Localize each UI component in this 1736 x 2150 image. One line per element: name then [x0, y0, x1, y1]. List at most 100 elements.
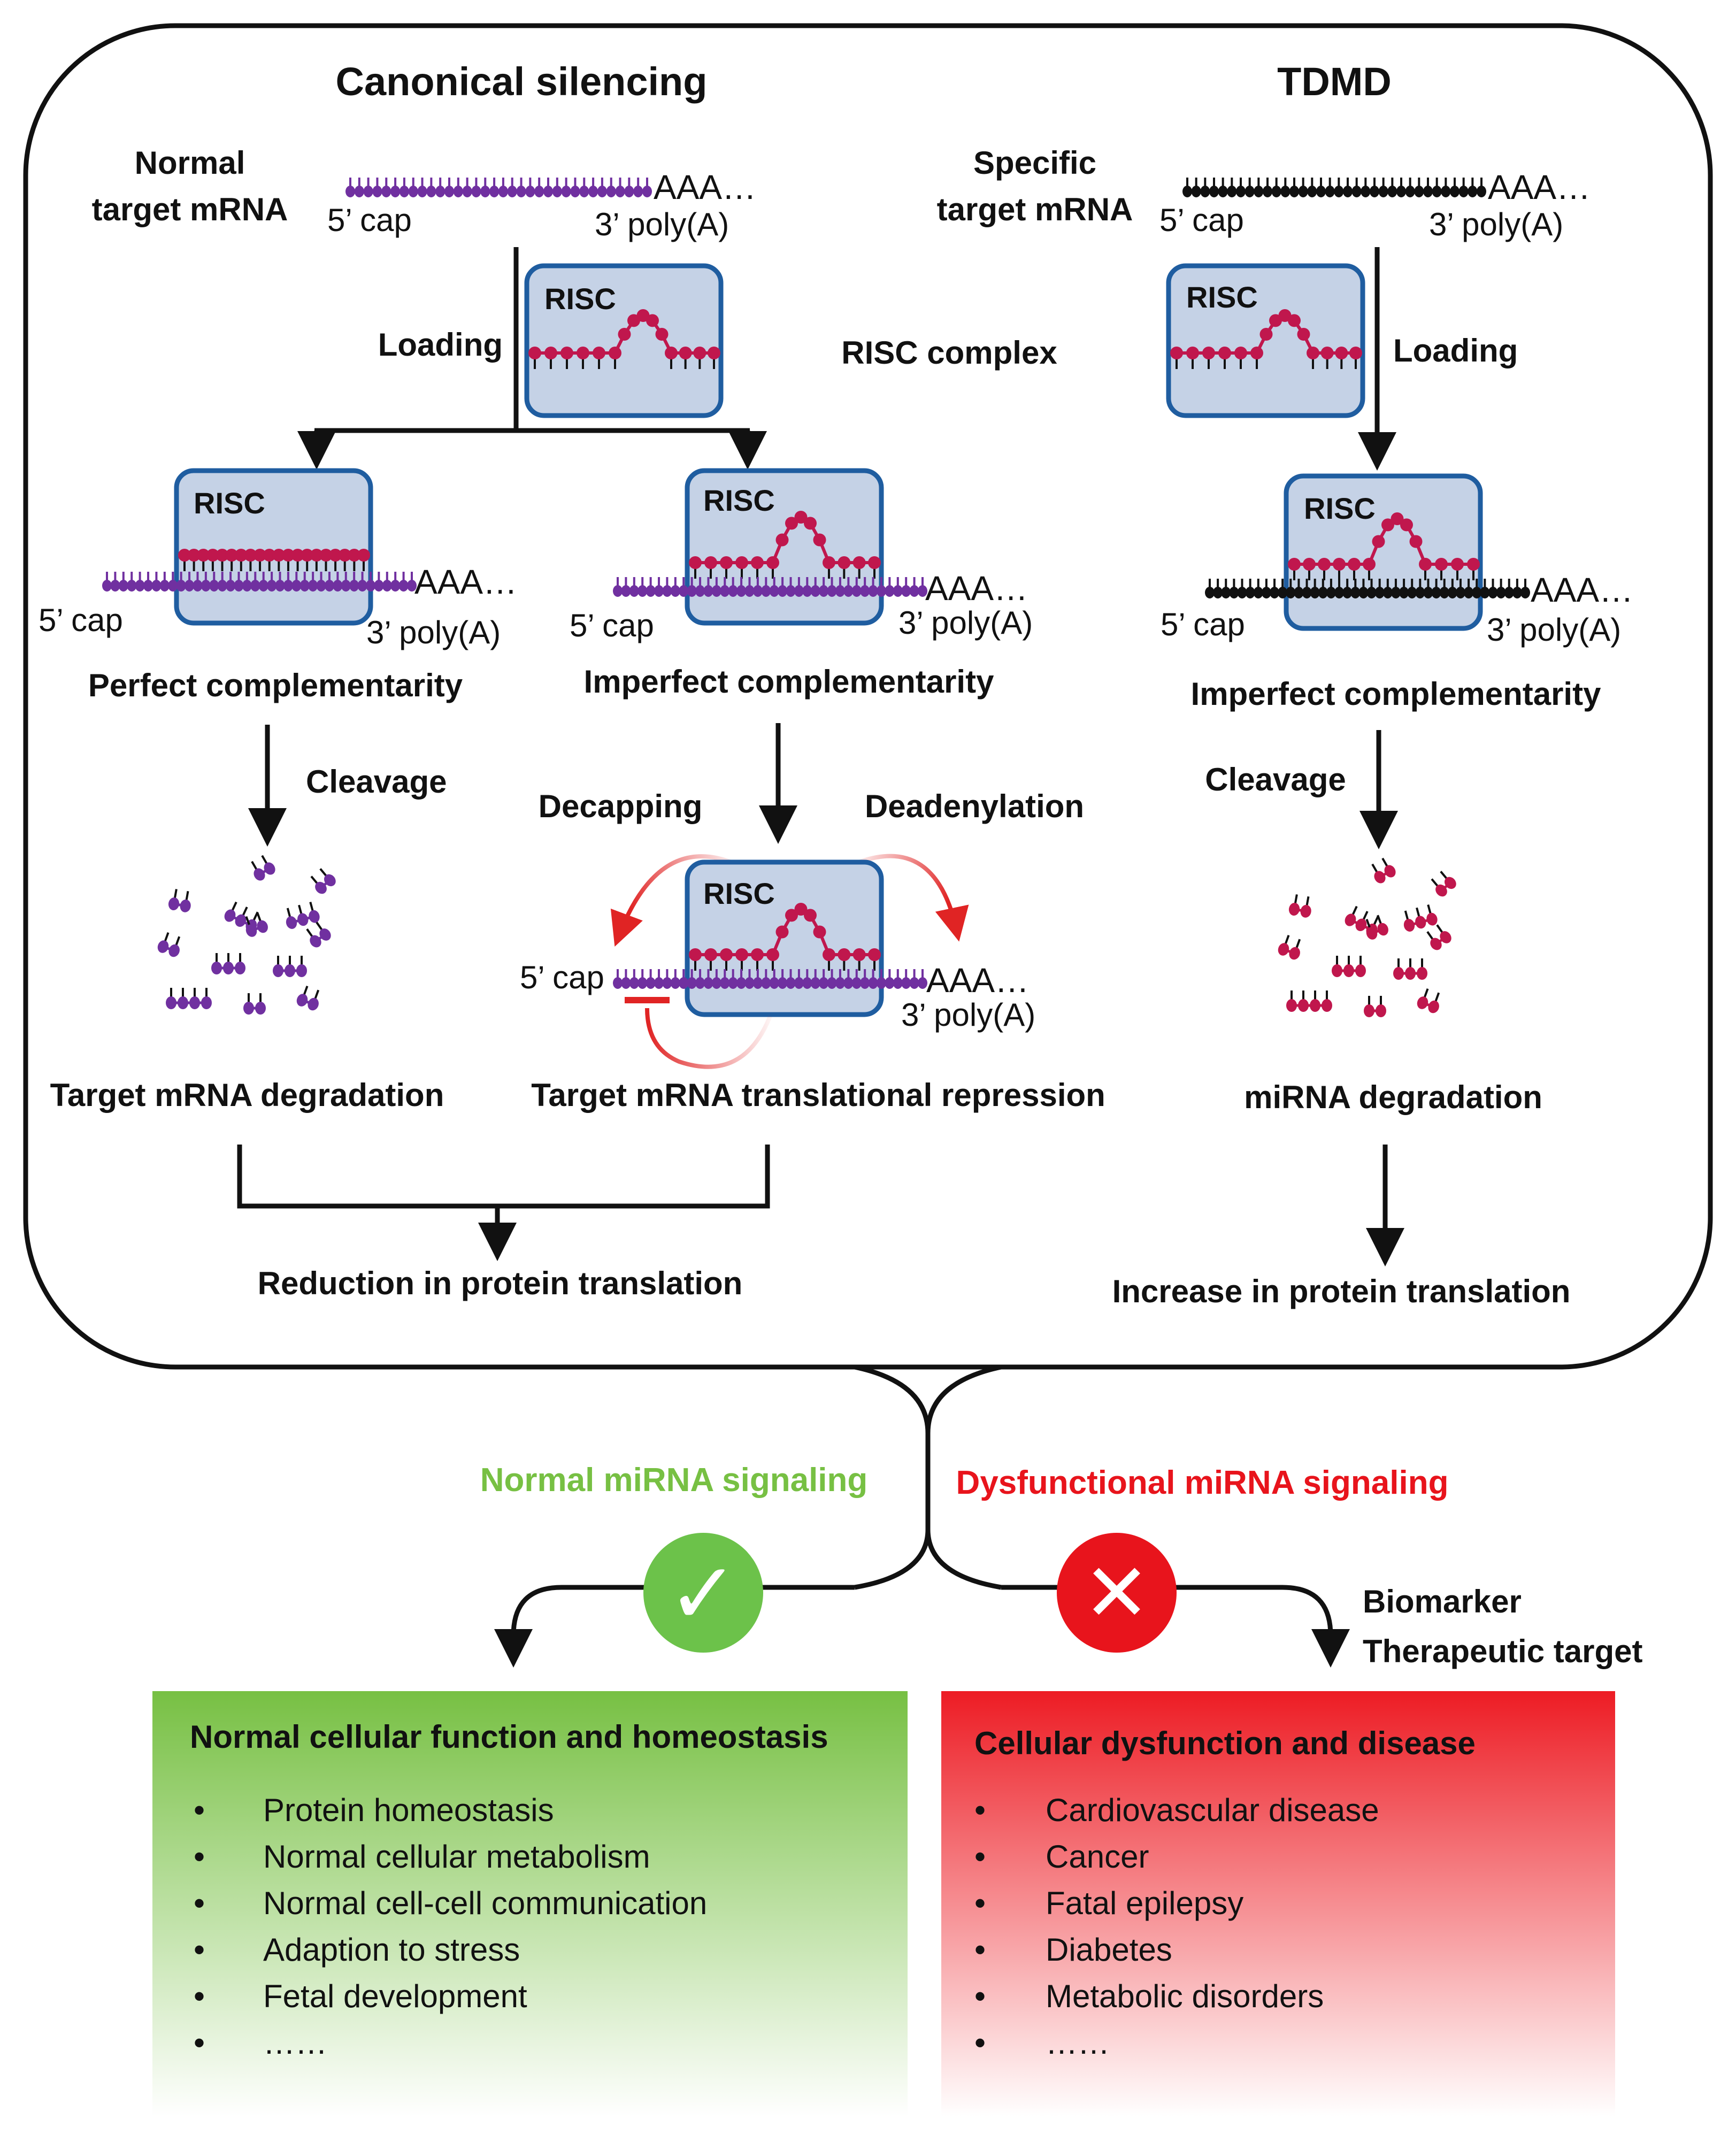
normal-list-item: Fetal development	[263, 1978, 527, 2014]
mirna-canonical-top	[528, 309, 720, 369]
perfect-polya: 3’ poly(A)	[366, 615, 501, 650]
disease-list-bullet: •	[974, 1932, 986, 1968]
perfect-complementarity-label: Perfect complementarity	[88, 667, 463, 703]
disease-list-bullet: •	[974, 1885, 986, 1921]
tdmd-top-mrna-cap: 5’ cap	[1159, 202, 1244, 238]
decapping-label: Decapping	[539, 788, 703, 824]
risc-label-perfect: RISC	[194, 486, 265, 520]
repression-duplex	[613, 903, 927, 989]
imperfect-complementarity-label: Imperfect complementarity	[584, 664, 995, 700]
tdmd-duplex	[1205, 512, 1530, 598]
disease-box-title: Cellular dysfunction and disease	[974, 1725, 1476, 1761]
disease-list-item: Metabolic disorders	[1046, 1978, 1324, 2014]
risc-label-tdmd-top: RISC	[1186, 280, 1258, 314]
disease-list-bullet: •	[974, 1978, 986, 2014]
check-icon: ✓	[667, 1546, 739, 1641]
check-circle	[643, 1533, 763, 1653]
mirna-degradation-label: miRNA degradation	[1244, 1079, 1542, 1115]
perfect-cap: 5’ cap	[39, 602, 123, 638]
imperfect-duplex	[613, 511, 927, 597]
normal-list-item: Protein homeostasis	[263, 1792, 554, 1828]
disease-branch	[1001, 1585, 1350, 1668]
tdmd-loading-label: Loading	[1393, 333, 1518, 368]
canonical-loading-label: Loading	[378, 327, 503, 363]
deadenylation-arc	[854, 854, 969, 942]
normal-list-bullet: •	[194, 1885, 205, 1921]
normal-list-bullet: •	[194, 1839, 205, 1875]
cross-icon: ✕	[1083, 1548, 1150, 1638]
mrna-fragments	[157, 855, 336, 1015]
specific-target-label-1: Specific	[973, 145, 1096, 181]
imperfect-tail: AAA…	[925, 569, 1028, 608]
canonical-title: Canonical silencing	[336, 59, 708, 104]
tdmd-imperfect-label: Imperfect complementarity	[1191, 676, 1602, 712]
disease-list-item: Cancer	[1046, 1839, 1149, 1875]
disease-list-item: Diabetes	[1046, 1932, 1172, 1968]
panel-brace-right	[925, 1364, 1002, 1590]
normal-list-item: Adaption to stress	[263, 1932, 520, 1968]
reduction-label: Reduction in protein translation	[258, 1265, 743, 1301]
translational-repression-label: Target mRNA translational repression	[531, 1077, 1105, 1113]
normal-target-label-2: target mRNA	[92, 191, 288, 227]
risc-label-canonical-top: RISC	[544, 282, 616, 316]
imperfect-cap: 5’ cap	[570, 608, 654, 643]
normal-signaling-label: Normal miRNA signaling	[480, 1462, 868, 1499]
tdmd-title: TDMD	[1277, 59, 1392, 104]
top-mrna-tail: AAA…	[654, 168, 756, 206]
perfect-duplex	[102, 549, 417, 592]
tdmd-polya: 3’ poly(A)	[1487, 612, 1621, 648]
normal-box	[152, 1691, 908, 2116]
normal-list-item: Normal cell-cell communication	[263, 1885, 707, 1921]
disease-list-bullet: •	[974, 1839, 986, 1875]
perfect-tail: AAA…	[414, 563, 517, 601]
tdmd-top-mrna-polya: 3’ poly(A)	[1429, 206, 1563, 242]
dysfunctional-signaling-label: Dysfunctional miRNA signaling	[956, 1464, 1449, 1501]
risc-complex-label: RISC complex	[841, 335, 1057, 371]
normal-list-item: Normal cellular metabolism	[263, 1839, 650, 1875]
inhibition-arc	[645, 1008, 772, 1069]
imperfect-polya: 3’ poly(A)	[898, 605, 1033, 641]
specific-target-label-2: target mRNA	[937, 191, 1133, 227]
tdmd-top-mrna-tail: AAA…	[1488, 168, 1591, 206]
disease-list-bullet: •	[974, 1792, 986, 1828]
mirna-fragments	[1278, 857, 1456, 1017]
increase-label: Increase in protein translation	[1112, 1273, 1571, 1309]
deadenylation-label: Deadenylation	[865, 788, 1084, 824]
disease-list-bullet: •	[974, 2025, 986, 2061]
tdmd-tail: AAA…	[1531, 571, 1633, 609]
biomarker-label: Biomarker	[1363, 1584, 1522, 1619]
normal-list-bullet: •	[194, 1932, 205, 1968]
specific-target-mrna	[1182, 178, 1486, 197]
risc-box-canonical-top	[524, 263, 724, 418]
normal-list: • Protein homeostasis • Normal cellular met…	[194, 1792, 707, 2061]
risc-label-repression: RISC	[703, 877, 775, 910]
disease-list: •Cardiovascular disease•Cancer•Fatal epi…	[974, 1792, 1379, 2061]
normal-list-item: ……	[263, 2025, 327, 2061]
repression-cap: 5’ cap	[520, 959, 604, 995]
cross-circle	[1057, 1533, 1177, 1653]
therapeutic-label: Therapeutic target	[1363, 1633, 1642, 1669]
normal-box-title: Normal cellular function and homeostasis	[190, 1719, 828, 1755]
repression-polya: 3’ poly(A)	[901, 997, 1035, 1033]
tdmd-cap: 5’ cap	[1161, 606, 1245, 642]
normal-target-mrna	[345, 178, 652, 197]
main-panel	[23, 23, 1713, 1370]
normal-branch	[494, 1585, 855, 1668]
top-mrna-polya: 3’ poly(A)	[595, 206, 729, 242]
normal-target-label-1: Normal	[135, 145, 245, 181]
top-mrna-cap: 5’ cap	[327, 202, 412, 238]
risc-label-imperfect: RISC	[703, 483, 775, 517]
disease-box	[941, 1691, 1615, 2116]
repression-tail: AAA…	[926, 961, 1029, 1000]
canonical-cleavage-label: Cleavage	[306, 764, 447, 800]
disease-list-item: Cardiovascular disease	[1046, 1792, 1379, 1828]
target-degradation-label: Target mRNA degradation	[50, 1077, 444, 1113]
normal-list-bullet: •	[194, 1978, 205, 2014]
decapping-arc	[610, 854, 736, 947]
canonical-merge-bracket	[237, 1145, 770, 1209]
risc-box-tdmd-top	[1166, 263, 1365, 418]
disease-list-item: ……	[1046, 2025, 1110, 2061]
mirna-tdmd-top	[1170, 309, 1362, 369]
